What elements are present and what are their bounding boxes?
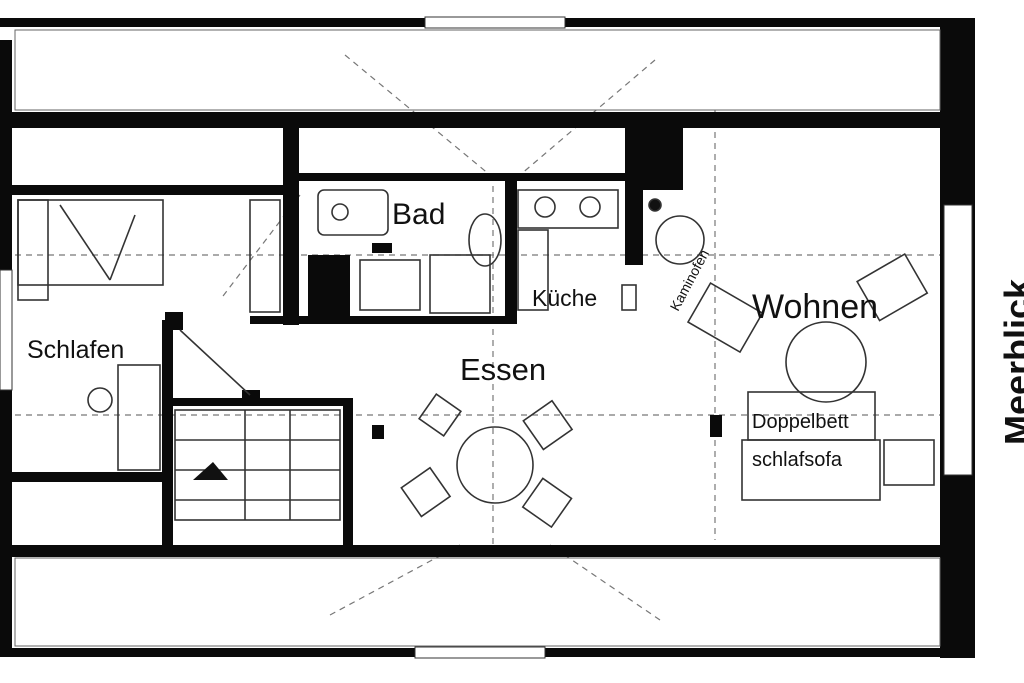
skylights	[14, 29, 941, 647]
roof-lines	[15, 54, 940, 621]
room-label-bad: Bad	[392, 198, 445, 231]
label-schlafsofa: schlafsofa	[752, 449, 843, 471]
room-label-schlafen: Schlafen	[27, 336, 124, 364]
label-doppelbett: Doppelbett	[752, 411, 849, 433]
windows	[0, 16, 973, 659]
room-label-kueche: Küche	[532, 285, 597, 311]
furniture	[17, 189, 935, 529]
stair-arrow-icon	[193, 462, 228, 480]
label-meerblick: Meerblick	[997, 278, 1024, 445]
walls	[0, 18, 975, 658]
room-label-essen: Essen	[460, 352, 546, 387]
room-label-wohnen: Wohnen	[752, 288, 878, 326]
label-kaminofen: Kaminofen	[667, 247, 713, 314]
